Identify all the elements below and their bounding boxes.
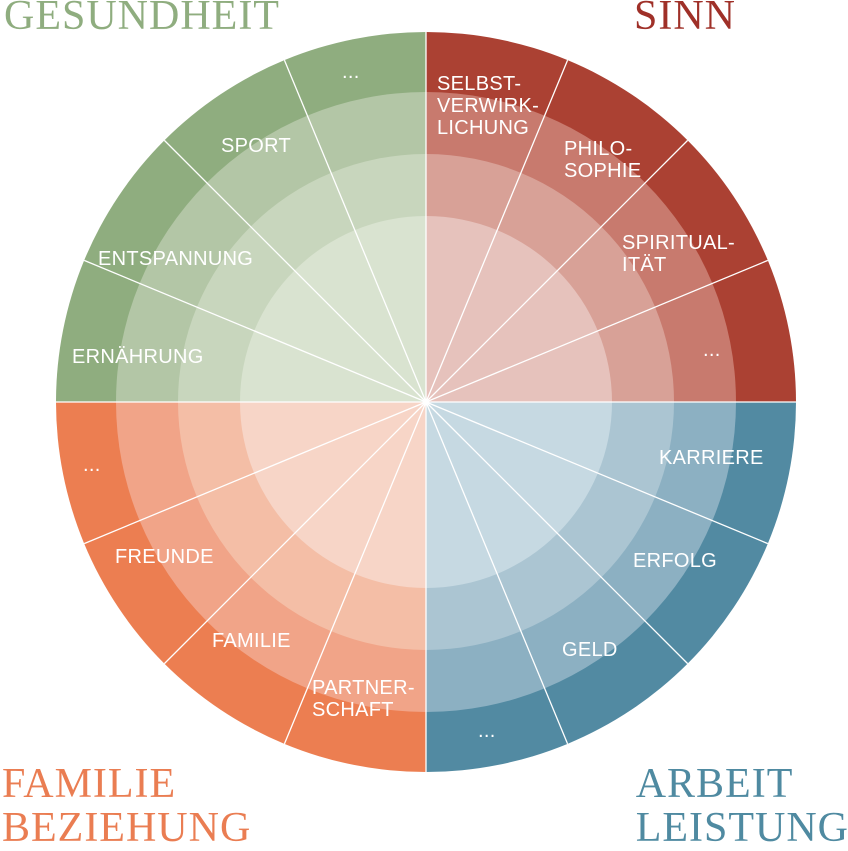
- familie-segment-label: PARTNER-SCHAFT: [312, 677, 415, 721]
- arbeit-segment-label: KARRIERE: [659, 447, 764, 469]
- quadrant-title-gesundheit: GESUNDHEIT: [4, 0, 280, 38]
- segment-divider: [83, 401, 427, 545]
- gesundheit-segment-label: SPORT: [221, 135, 291, 157]
- arbeit-segment-label: ERFOLG: [633, 550, 717, 572]
- segment-divider: [425, 139, 689, 403]
- segment-divider: [83, 259, 427, 403]
- title-line: SINN: [633, 0, 736, 39]
- segment-divider: [283, 59, 427, 403]
- title-line: LEISTUNG: [635, 805, 848, 851]
- title-line: GESUNDHEIT: [4, 0, 280, 39]
- quadrant-title-arbeit-leistung: ARBEIT LEISTUNG: [636, 762, 848, 850]
- gesundheit-segment-label: ERNÄHRUNG: [72, 346, 204, 368]
- title-line: BEZIEHUNG: [2, 805, 252, 851]
- familie-segment-label: ...: [83, 454, 101, 476]
- arbeit-segment-label: ...: [478, 720, 496, 742]
- title-line: FAMILIE: [2, 761, 177, 807]
- segment-divider: [163, 401, 427, 665]
- segment-divider: [425, 401, 569, 745]
- familie-segment-label: FAMILIE: [212, 630, 291, 652]
- quadrant-title-sinn: SINN: [634, 0, 736, 38]
- segment-divider: [425, 401, 769, 545]
- sinn-segment-label: ...: [703, 339, 721, 361]
- sinn-segment-label: SPIRITUAL-ITÄT: [622, 232, 735, 276]
- sinn-segment-label: PHILO-SOPHIE: [564, 138, 641, 182]
- segment-divider: [163, 139, 427, 403]
- segment-divider: [425, 259, 769, 403]
- gesundheit-segment-label: ENTSPANNUNG: [98, 248, 253, 270]
- segment-divider: [425, 59, 569, 403]
- sinn-segment-label: SELBST-VERWIRK-LICHUNG: [437, 73, 539, 139]
- segment-divider: [425, 401, 689, 665]
- gesundheit-segment-label: ...: [342, 61, 360, 83]
- arbeit-segment-label: GELD: [562, 639, 618, 661]
- segment-divider: [283, 401, 427, 745]
- familie-segment-label: FREUNDE: [115, 546, 214, 568]
- title-line: ARBEIT: [635, 761, 794, 807]
- quadrant-title-familie-beziehung: FAMILIE BEZIEHUNG: [2, 762, 251, 850]
